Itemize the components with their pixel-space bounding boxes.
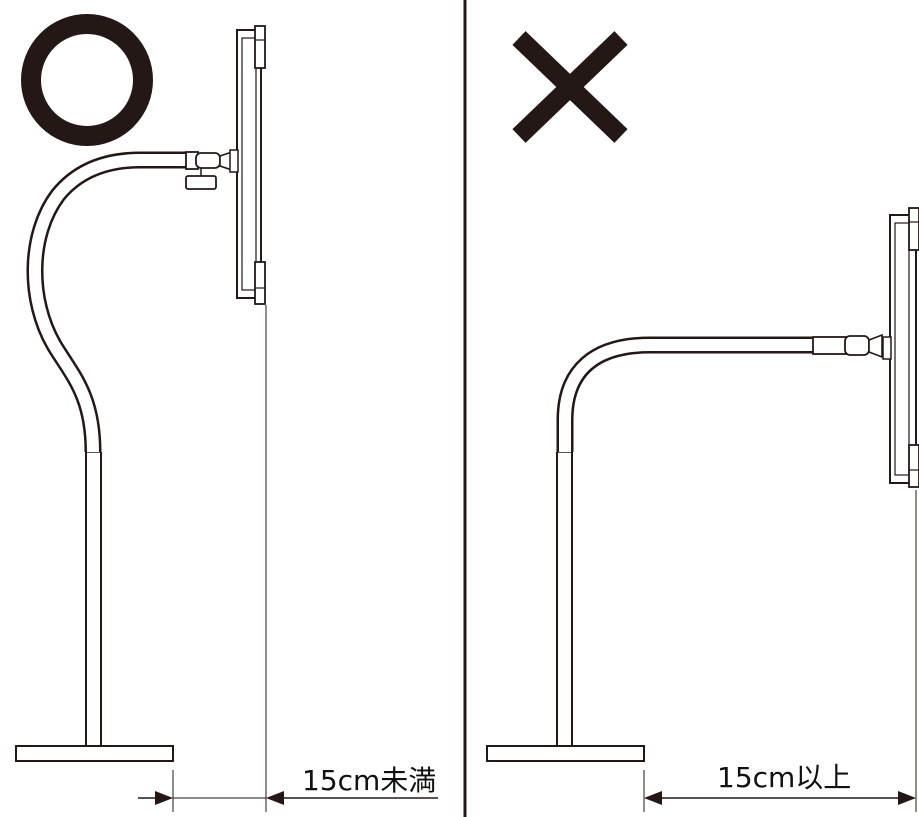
- right-panel: 15cm以上: [486, 31, 919, 812]
- left-stand-base: [15, 745, 174, 762]
- right-dimension-label: 15cm以上: [717, 761, 851, 794]
- left-panel: 15cm未満: [15, 14, 438, 812]
- right-tablet: [882, 207, 919, 488]
- right-stand-base: [486, 745, 645, 762]
- left-stand-pole: [85, 451, 102, 746]
- ok-circle-icon: [21, 14, 153, 146]
- left-gooseneck-arm: [26, 151, 188, 453]
- right-gooseneck-arm: [556, 336, 815, 452]
- right-dimension-arrows: [644, 791, 916, 805]
- ng-cross-icon: [512, 31, 628, 143]
- left-dimension-label: 15cm未満: [302, 764, 436, 797]
- right-holder-joint: [812, 333, 883, 359]
- left-tablet: [229, 25, 266, 305]
- left-holder-joint: [185, 150, 233, 190]
- right-stand-pole: [556, 451, 573, 746]
- left-dimension-arrows: [138, 791, 438, 805]
